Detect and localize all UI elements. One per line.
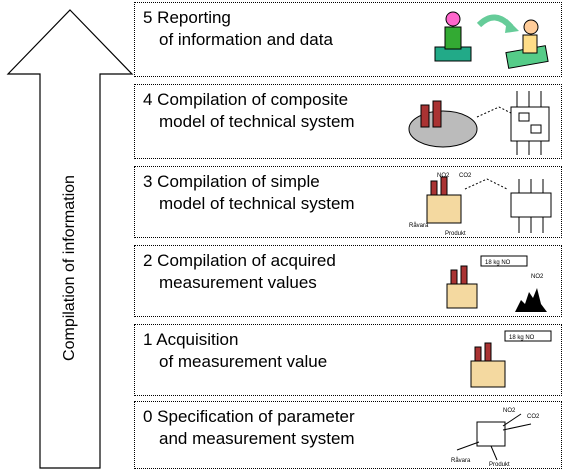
level-3-subtitle: model of technical system [159,194,355,213]
level-0: 0 Specification of parameter and measure… [134,401,562,469]
label-ravara-b: Råvara [451,457,471,464]
factory-model-icon: NO2 CO2 Råvara Produkt [409,173,552,237]
label-no2: NO2 [437,173,450,179]
arrow-label: Compilation of information [61,175,78,361]
level-4: 4 Compilation of composite model of tech… [134,84,562,159]
label-produkt-b: Produkt [489,462,510,468]
level-3-title: 3 Compilation of simple [143,172,320,191]
label-co2-b: CO2 [527,414,540,420]
people-exchange-icon [434,11,549,69]
process-icon: NO2 CO2 Råvara Produkt [451,408,540,468]
information-arrow [6,9,134,469]
level-2: 2 Compilation of acquired measurement va… [134,245,562,317]
level-3: 3 Compilation of simple model of technic… [134,166,562,238]
level-1-text: 1 Acquisition of measurement value [143,329,327,373]
level-2-text: 2 Compilation of acquired measurement va… [143,250,336,294]
tag-18kg: 18 kg NO [485,260,511,266]
level-1-title: 1 Acquisition [143,330,239,349]
level-5-title: 5 Reporting [143,8,231,27]
level-0-subtitle: and measurement system [159,429,355,448]
label-produkt: Produkt [445,231,466,237]
factory-icon: 18 kg NO [470,330,552,388]
level-5-subtitle: of information and data [159,30,333,49]
tag-18kg-b: 18 kg NO [509,335,535,341]
level-4-title: 4 Compilation of composite [143,90,349,109]
level-2-subtitle: measurement values [159,273,317,292]
label-no2-b: NO2 [503,408,516,414]
level-4-subtitle: model of technical system [159,112,355,131]
level-2-title: 2 Compilation of acquired [143,251,336,270]
level-5: 5 Reporting of information and data [134,2,562,77]
label-ravara: Råvara [409,222,429,229]
level-0-text: 0 Specification of parameter and measure… [143,406,355,450]
level-4-text: 4 Compilation of composite model of tech… [143,89,355,133]
level-3-text: 3 Compilation of simple model of technic… [143,171,355,215]
factory-histogram-icon: 18 kg NO NO2 [446,255,547,312]
level-5-text: 5 Reporting of information and data [143,7,333,51]
level-0-title: 0 Specification of parameter [143,407,355,426]
label-no2-chart: NO2 [531,274,544,280]
factory-cloud-icon [408,91,550,155]
level-1-subtitle: of measurement value [159,352,328,371]
label-co2: CO2 [459,173,472,179]
level-1: 1 Acquisition of measurement value 18 kg… [134,324,562,396]
